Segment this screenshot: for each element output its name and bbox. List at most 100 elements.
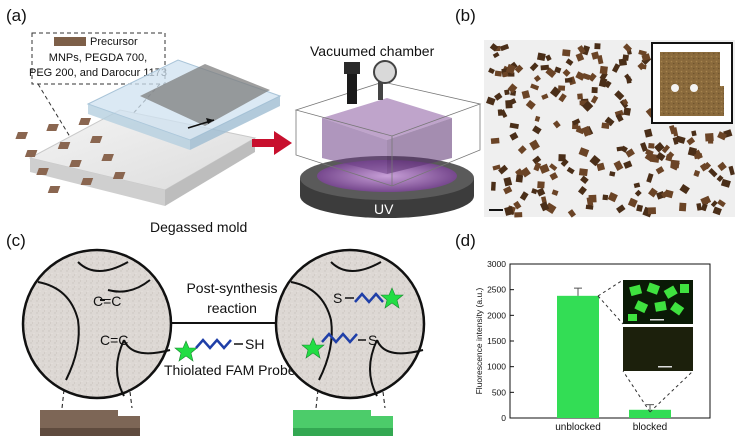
micro-particle [640, 142, 648, 152]
micro-particle [529, 62, 539, 72]
micro-particle [532, 155, 542, 165]
y-axis-label: Fluorescence intensity (a.u.) [474, 287, 484, 394]
micro-particle [661, 144, 671, 154]
micro-particle [588, 194, 597, 203]
panel-c: (c) C=C C=C Post-synthesis reaction [6, 231, 426, 436]
x-tick-label-blocked: blocked [633, 422, 667, 433]
uv-label: UV [374, 201, 394, 217]
micro-particle [532, 125, 542, 135]
micro-particle [575, 52, 585, 62]
micro-particle [679, 183, 690, 195]
micro-particle [598, 77, 608, 88]
micro-particle [539, 201, 550, 212]
micro-particle [640, 64, 647, 70]
micro-particle [607, 191, 618, 203]
micro-particle [691, 130, 697, 137]
micro-particle [489, 43, 499, 52]
micro-particle [566, 166, 575, 175]
y-tick-label: 2000 [487, 310, 506, 320]
micro-particle [497, 109, 503, 116]
micro-particle [545, 67, 557, 78]
micro-particle [499, 43, 510, 52]
micro-particle [529, 139, 540, 151]
panel-a-label: (a) [6, 6, 27, 25]
micro-particle [492, 51, 500, 59]
micro-particle [703, 161, 712, 170]
panel-b-label: (b) [455, 6, 476, 25]
micro-particle [551, 189, 559, 196]
micro-particle [687, 146, 698, 157]
fam-star-icon [174, 340, 198, 362]
micro-particle [654, 142, 665, 153]
micro-particle [621, 98, 629, 106]
micro-particle [514, 64, 524, 74]
micro-particle [655, 166, 665, 175]
micro-particle [502, 71, 509, 78]
micro-particle [613, 160, 624, 171]
y-tick-label: 3000 [487, 259, 506, 269]
micro-particle [599, 65, 608, 75]
micro-particle [577, 185, 587, 196]
micro-particle [541, 93, 549, 100]
micro-particle [558, 93, 567, 103]
micro-particle [498, 164, 509, 175]
probe-molecule [174, 338, 243, 362]
micro-particle [504, 206, 514, 216]
reaction-text-line2: reaction [207, 300, 257, 316]
micro-particle [530, 83, 540, 91]
micro-particle [521, 90, 531, 100]
micro-particle [728, 165, 735, 176]
fluorescence-inset-unblocked [623, 280, 693, 324]
micro-particle [644, 128, 653, 138]
micro-particle [696, 202, 702, 211]
micro-particle [560, 158, 569, 167]
micro-particle [578, 168, 588, 177]
x-tick-label-unblocked: unblocked [555, 422, 601, 433]
precursor-legend-line2: PEG 200, and Darocur 1173 [29, 67, 167, 79]
micro-particle [589, 155, 601, 167]
micro-particle [720, 178, 731, 188]
micro-particle [604, 80, 612, 89]
micro-particle [675, 135, 686, 144]
micro-particle [580, 175, 589, 185]
micro-particle [614, 90, 625, 101]
panel-c-label: (c) [6, 231, 26, 250]
micro-particle [577, 45, 586, 55]
micro-particle [562, 68, 571, 77]
degassed-mold-label: Degassed mold [150, 219, 247, 235]
bond-label-bottom: C=C [100, 332, 128, 348]
micro-particle [531, 188, 538, 195]
micro-particle [517, 145, 527, 155]
micro-particle [622, 54, 629, 61]
micro-particle [665, 151, 675, 160]
micro-particle [534, 115, 541, 122]
reaction-text-line1: Post-synthesis [186, 280, 277, 296]
micro-particle [634, 189, 642, 197]
micro-particle [602, 194, 609, 201]
micro-particle [594, 43, 601, 50]
micro-particle [627, 197, 638, 208]
micro-particle [525, 99, 536, 110]
micro-particle [679, 202, 687, 212]
micro-particle [515, 174, 524, 183]
micro-particle [623, 160, 633, 169]
fam-star-icon-top [380, 287, 404, 309]
micro-particle [588, 72, 597, 82]
micro-particle [655, 151, 666, 162]
micro-particle [647, 207, 657, 215]
micro-particle [507, 83, 518, 94]
fluorescence-inset-blocked [623, 327, 693, 371]
micro-particle [648, 187, 658, 198]
micro-particle [646, 173, 654, 183]
micro-particle [540, 64, 550, 71]
polymer-network-after [274, 248, 426, 400]
micro-particle [633, 182, 641, 189]
micro-particle [596, 162, 606, 172]
micro-particle [708, 168, 718, 178]
micro-particle [564, 77, 573, 83]
micro-particle [558, 154, 566, 162]
micro-particle [623, 43, 632, 53]
micro-particle [577, 93, 583, 100]
